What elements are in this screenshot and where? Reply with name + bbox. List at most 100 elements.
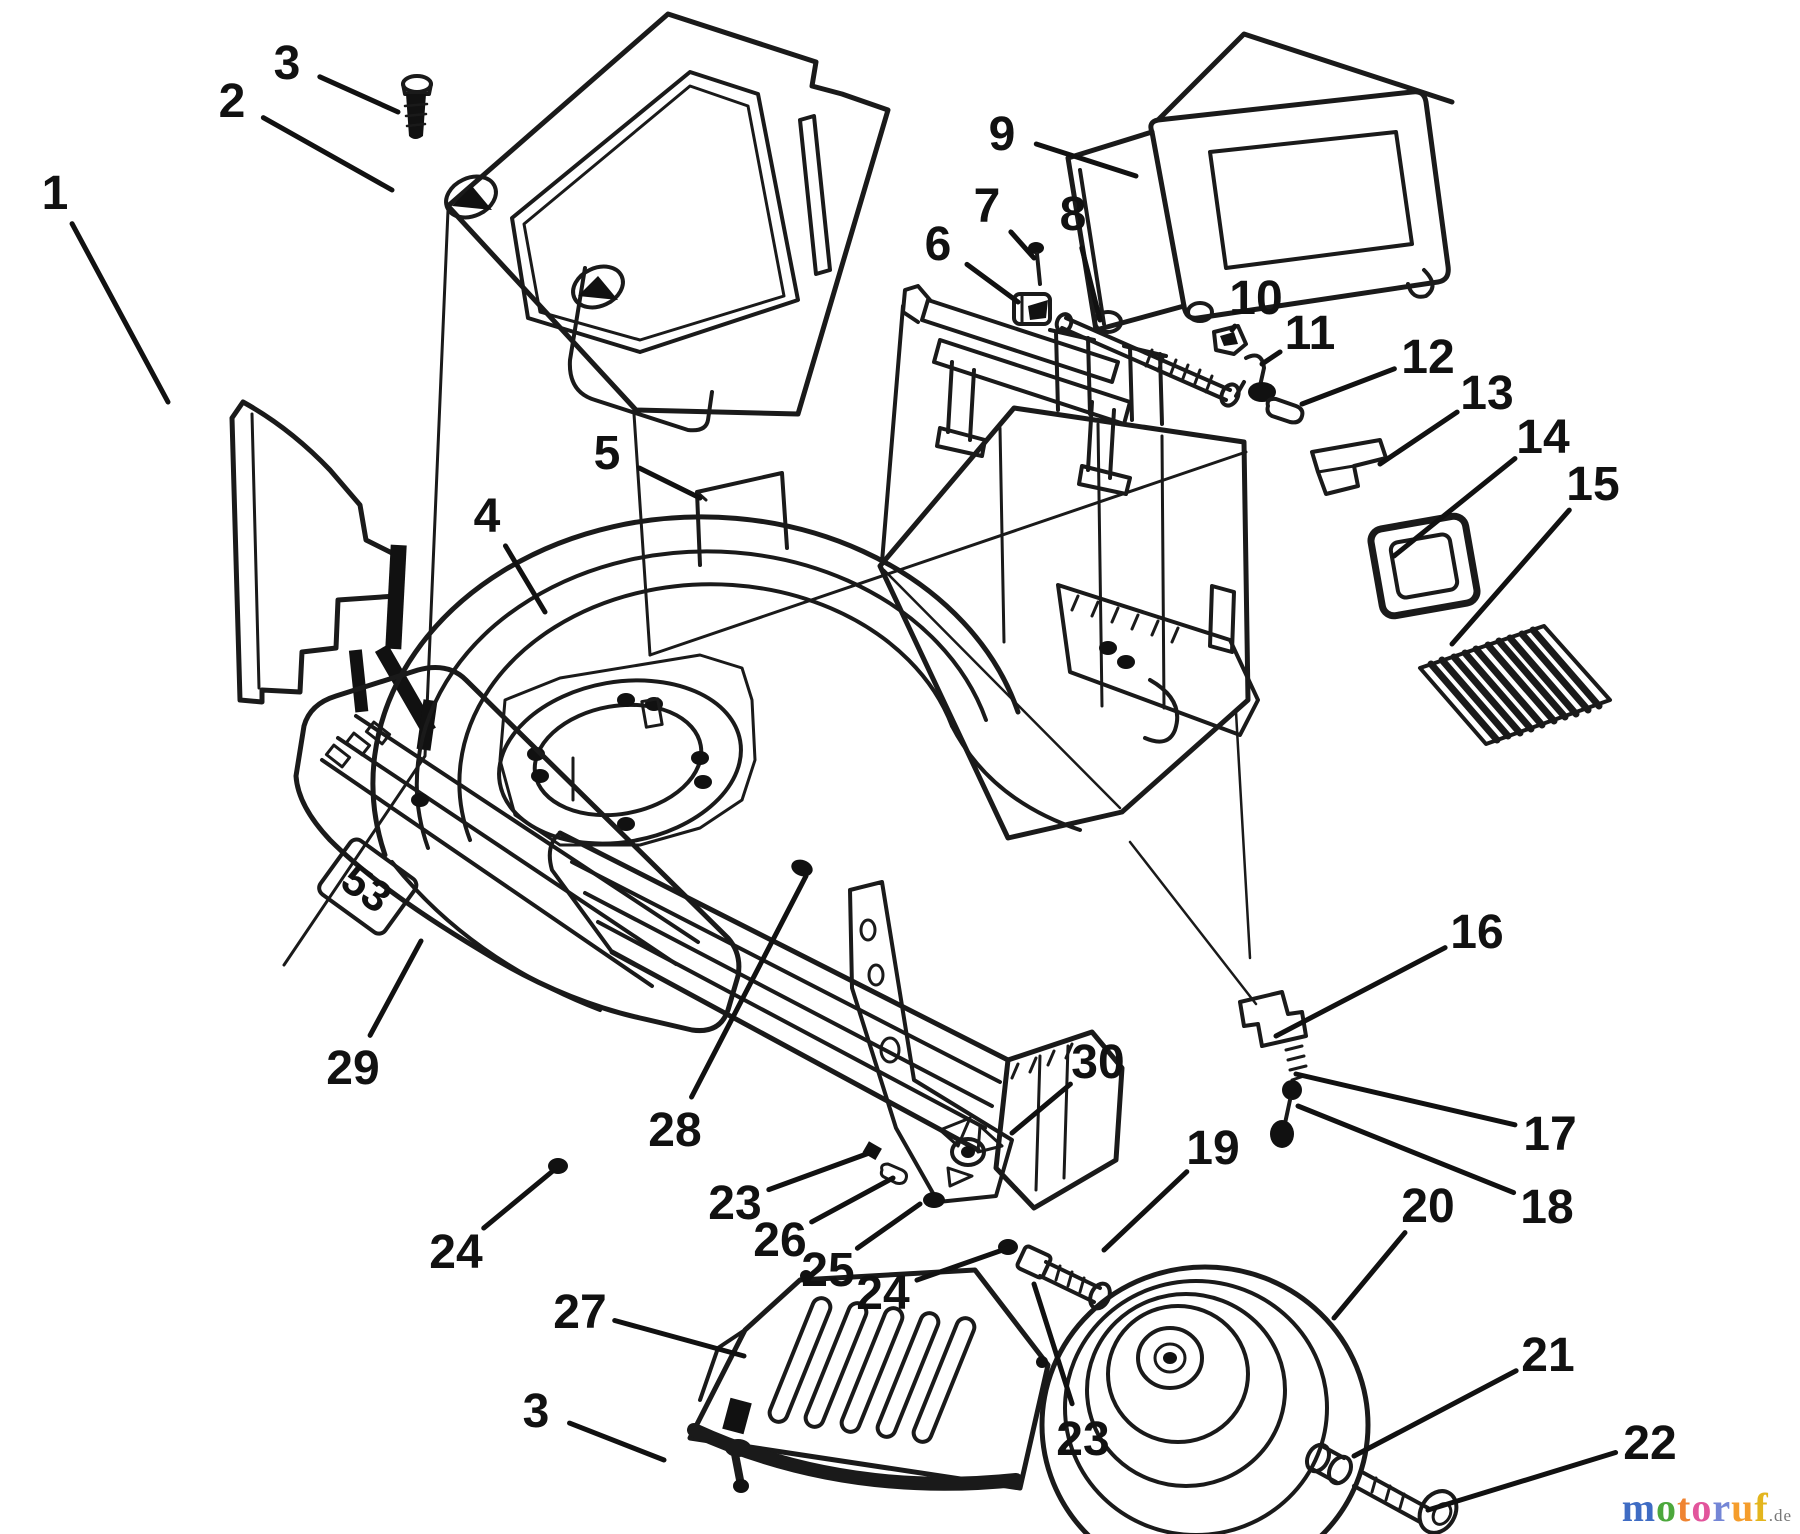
callout-leader-19-20 xyxy=(1331,1230,1408,1321)
callout-leader-17-18 xyxy=(1295,1103,1517,1196)
part-bolt-26 xyxy=(879,1162,908,1185)
part-mower-deck xyxy=(293,304,1260,1211)
callout-leader-12-13 xyxy=(1377,409,1460,467)
callout-leader-22-23 xyxy=(766,1149,875,1193)
callout-number-25-24: 24 xyxy=(856,1267,910,1320)
callout-leader-24-25 xyxy=(854,1201,923,1251)
part-height-adjuster-bracket xyxy=(548,880,1018,1255)
callout-leader-11-12 xyxy=(1299,366,1397,407)
callout-number-13-14: 14 xyxy=(1516,411,1570,464)
part-axle-nut xyxy=(1304,1442,1354,1486)
part-handle-crossbar-assembly xyxy=(901,242,1305,496)
watermark-letter-5: u xyxy=(1731,1485,1755,1530)
part-axle-bolt-front xyxy=(1015,1244,1112,1311)
watermark-logo[interactable]: motoruf.de xyxy=(1622,1488,1792,1528)
part-bolt-top xyxy=(401,74,433,139)
callout-number-30-29: 29 xyxy=(326,1042,379,1095)
callout-leader-5-6 xyxy=(964,261,1021,305)
callout-number-15-16: 16 xyxy=(1450,906,1503,959)
callout-number-6-7: 7 xyxy=(974,180,1001,233)
part-wheel xyxy=(1039,1264,1371,1534)
callout-leader-8-9 xyxy=(1033,141,1139,179)
callout-number-26-24: 24 xyxy=(429,1226,483,1279)
callout-number-17-18: 18 xyxy=(1520,1181,1573,1234)
callout-number-10-11: 11 xyxy=(1285,307,1336,360)
part-axle-bolt-rear xyxy=(1352,1470,1459,1534)
part-pin-12 xyxy=(1265,396,1305,425)
callout-number-31-30: 30 xyxy=(1071,1036,1124,1089)
part-nut-25 xyxy=(923,1192,945,1208)
callout-leader-27-23 xyxy=(1031,1281,1075,1407)
callout-number-7-8: 8 xyxy=(1060,188,1087,241)
callout-leader-4-5 xyxy=(636,465,703,501)
part-spring-hook-11 xyxy=(1234,353,1276,402)
callout-leader-21-22 xyxy=(1425,1450,1619,1513)
part-bolt-7 xyxy=(1028,242,1044,286)
callout-leader-26-24 xyxy=(481,1167,557,1231)
part-rod-8 xyxy=(1054,312,1241,408)
callout-leader-18-19 xyxy=(1101,1169,1190,1253)
watermark-letter-0: m xyxy=(1621,1485,1657,1530)
callout-leader-1-2 xyxy=(260,115,395,193)
callout-number-20-21: 21 xyxy=(1521,1329,1574,1382)
callout-number-29-28: 28 xyxy=(648,1104,701,1157)
part-side-guard xyxy=(229,399,438,751)
callout-number-4-5: 5 xyxy=(594,427,621,480)
callout-leader-30-29 xyxy=(367,938,424,1038)
callout-number-24-25: 25 xyxy=(801,1244,854,1297)
callout-number-2-3: 3 xyxy=(274,37,301,90)
callout-number-23-26: 26 xyxy=(753,1214,806,1267)
callout-leader-31-30 xyxy=(1009,1081,1073,1136)
callout-number-12-13: 13 xyxy=(1460,367,1513,420)
part-top-cover xyxy=(444,11,891,433)
callout-number-8-9: 9 xyxy=(989,108,1016,161)
callout-leader-16-17 xyxy=(1293,1071,1518,1128)
callout-leader-2-3 xyxy=(317,74,401,115)
callout-leader-10-11 xyxy=(1259,349,1283,367)
callout-number-14-15: 15 xyxy=(1566,458,1619,511)
callout-leader-0-1 xyxy=(69,221,171,405)
callout-leader-3-4 xyxy=(502,543,548,615)
watermark-letter-3: o xyxy=(1691,1485,1713,1530)
watermark-suffix: .de xyxy=(1768,1506,1792,1525)
callout-leader-14-15 xyxy=(1449,507,1572,647)
watermark-letter-1: o xyxy=(1656,1485,1678,1530)
part-grip-pad xyxy=(1418,624,1612,746)
callout-leader-25-24 xyxy=(914,1243,1017,1283)
part-latch-bar xyxy=(1310,438,1388,496)
callout-leader-15-16 xyxy=(1273,945,1448,1039)
callout-number-21-22: 22 xyxy=(1623,1417,1676,1470)
callout-leader-6-7 xyxy=(1008,229,1037,261)
watermark-letter-6: f xyxy=(1754,1485,1769,1530)
callout-number-27-23: 23 xyxy=(1056,1413,1109,1466)
part-bolt-bottom xyxy=(722,1397,752,1493)
callout-number-19-20: 20 xyxy=(1401,1180,1454,1233)
part-discharge-ramp xyxy=(687,1267,1051,1493)
callout-number-22-23: 23 xyxy=(708,1177,761,1230)
part-clamp-6 xyxy=(1012,292,1052,326)
callout-number-11-12: 12 xyxy=(1401,331,1454,384)
callout-leader-32-3 xyxy=(567,1420,667,1463)
part-spring-hardware xyxy=(1238,990,1308,1148)
callout-number-0-1: 1 xyxy=(42,167,69,220)
callout-number-9-10: 10 xyxy=(1229,272,1282,325)
callout-leader-29-28 xyxy=(689,873,809,1100)
callout-leader-23-26 xyxy=(809,1175,896,1225)
watermark-letters: motoruf xyxy=(1622,1485,1769,1530)
callout-number-5-6: 6 xyxy=(925,218,952,271)
callout-leader-7-8 xyxy=(1079,245,1103,323)
callout-number-1-2: 2 xyxy=(219,75,246,128)
callout-number-28-27: 27 xyxy=(553,1286,606,1339)
callout-number-3-4: 4 xyxy=(474,490,501,543)
watermark-letter-4: r xyxy=(1712,1485,1732,1530)
part-rear-cover-box xyxy=(1065,31,1455,334)
callout-number-32-3: 3 xyxy=(523,1385,550,1438)
watermark-letter-2: t xyxy=(1677,1485,1692,1530)
callout-number-16-17: 17 xyxy=(1523,1108,1576,1161)
callout-leader-9-10 xyxy=(1229,323,1238,333)
callout-leader-13-14 xyxy=(1391,456,1518,559)
callout-number-18-19: 19 xyxy=(1186,1122,1239,1175)
